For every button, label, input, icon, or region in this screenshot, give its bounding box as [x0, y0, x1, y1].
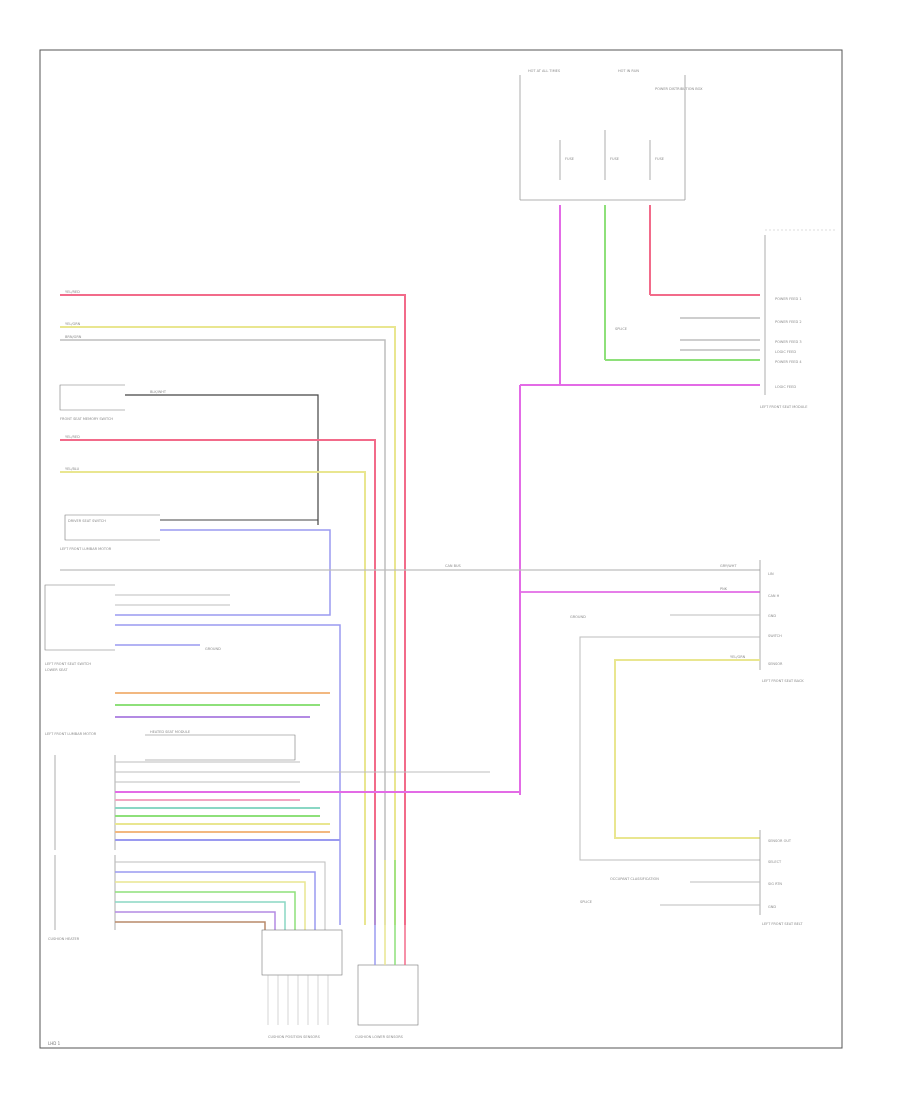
memory-switch: FRONT SEAT MEMORY SWITCH — [59, 384, 125, 421]
wire-yellow-ch — [115, 881, 306, 930]
diagram-frame — [39, 49, 843, 1049]
fuse-header-a: HOT AT ALL TIMES — [528, 69, 561, 73]
sheet-ref: LHD 1 — [48, 1041, 61, 1046]
svg-text:LEFT FRONT SEAT SWITCH: LEFT FRONT SEAT SWITCH — [45, 662, 91, 666]
wire-label-black-main: BLK/WHT — [150, 390, 167, 394]
wire-black-main — [125, 394, 319, 525]
fuse-header-b: HOT IN RUN — [618, 69, 639, 73]
svg-text:CUSHION LOWER SENSORS: CUSHION LOWER SENSORS — [355, 1035, 404, 1039]
wire-green-ch — [115, 891, 296, 930]
pin-sensor: SENSOR — [768, 662, 783, 666]
pin-can-h: CAN H — [768, 594, 780, 598]
wire-yellow-main — [60, 326, 396, 925]
fuse-2-label: FUSE — [610, 157, 619, 161]
right-bottom-module: SENSOR OUT SELECT SIG RTN GND LEFT FRONT… — [759, 830, 803, 926]
wire-blue-driver — [115, 529, 331, 616]
pin-gnd-b: GND — [768, 905, 776, 909]
lf-seat-belt-label: LEFT FRONT SEAT BELT — [762, 922, 803, 926]
pin-power-feed-1: POWER FEED 1 — [775, 297, 802, 301]
pin-logic-feed: LOGIC FEED — [775, 350, 796, 354]
wire-gray-main — [60, 339, 386, 925]
wire-label-gray-can: GRY/WHT — [720, 564, 737, 568]
cushion-heater: CUSHION HEATER — [48, 855, 116, 941]
pin-select: SELECT — [768, 860, 782, 864]
heated-seat-module: HEATED SEAT MODULE — [145, 730, 296, 761]
wire-yellow-2 — [60, 471, 366, 925]
wire-label-gray-main: BRN/GRN — [65, 335, 82, 339]
pin-gnd: GND — [768, 614, 776, 618]
pin-power-feed-2: POWER FEED 2 — [775, 320, 802, 324]
wire-blue-ls — [115, 624, 341, 925]
svg-text:LOWER SEAT: LOWER SEAT — [45, 668, 68, 672]
cushion-lower-conn: CUSHION LOWER SENSORS — [355, 964, 419, 1039]
pin-power-feed-4: POWER FEED 4 — [775, 360, 802, 364]
pin-sensor-out: SENSOR OUT — [768, 839, 792, 843]
can-bus-label: CAN BUS — [445, 564, 462, 568]
pin-switch: SWITCH — [768, 634, 782, 638]
cushion-position-conn: CUSHION POSITION SENSORS — [261, 929, 343, 1039]
svg-text:LEFT FRONT LUMBAR MOTOR: LEFT FRONT LUMBAR MOTOR — [60, 547, 112, 551]
right-seat-module: POWER FEED 1 POWER FEED 2 POWER FEED 3 L… — [760, 229, 835, 409]
wire-teal-ch — [115, 901, 286, 930]
wire-gray-ch — [115, 861, 326, 930]
pin-power-feed-3: POWER FEED 3 — [775, 340, 802, 344]
lf-seat-back-label: LEFT FRONT SEAT BACK — [762, 679, 804, 683]
wire-brown-ch — [115, 921, 266, 930]
ground-2-label: GROUND — [570, 615, 586, 619]
left-seat-switch: LEFT FRONT SEAT SWITCH LOWER SEAT — [44, 584, 115, 672]
driver-switch: DRIVER SEAT SWITCH LEFT FRONT LUMBAR MOT… — [60, 514, 160, 551]
wire-gray-rm2 — [579, 636, 760, 861]
fuse-box: HOT AT ALL TIMES HOT IN RUN POWER DISTRI… — [519, 69, 703, 201]
pin-logic-feed-2: LOGIC FEED — [775, 385, 796, 389]
occupant-sensor-label: OCCUPANT CLASSIFICATION — [610, 877, 659, 881]
svg-text:FRONT SEAT MEMORY SWITCH: FRONT SEAT MEMORY SWITCH — [60, 417, 113, 421]
fuse-box-note: POWER DISTRIBUTION BOX — [655, 87, 703, 91]
left-module-pins — [54, 755, 116, 850]
svg-text:CUSHION POSITION SENSORS: CUSHION POSITION SENSORS — [268, 1035, 321, 1039]
wire-purple-ch — [115, 911, 276, 930]
wire-red-2 — [60, 439, 376, 925]
pin-sig-rtn: SIG RTN — [768, 882, 782, 886]
fuse-3-label: FUSE — [655, 157, 664, 161]
wire-label-red-main: YEL/RED — [65, 290, 80, 294]
fuse-1-label: FUSE — [565, 157, 574, 161]
svg-text:CUSHION HEATER: CUSHION HEATER — [48, 937, 80, 941]
wire-label-yellow-2: YEL/BLU — [65, 467, 80, 471]
splice-2-label: SPLICE — [580, 900, 592, 904]
splice-1-label: SPLICE — [615, 327, 627, 331]
svg-text:HEATED SEAT MODULE: HEATED SEAT MODULE — [150, 730, 190, 734]
wire-label-red-2: YEL/RED — [65, 435, 80, 439]
lf-lumbar-label: LEFT FRONT LUMBAR MOTOR — [45, 732, 97, 736]
right-mid-module: LIN CAN H GND SWITCH SENSOR LEFT FRONT S… — [759, 560, 804, 683]
wire-label-pnk: PNK — [720, 587, 728, 591]
wire-yellow-rm — [614, 659, 760, 839]
svg-text:DRIVER SEAT SWITCH: DRIVER SEAT SWITCH — [68, 519, 106, 523]
pin-lin: LIN — [768, 572, 774, 576]
wire-label-yellow-rm: YEL/GRN — [730, 655, 746, 659]
wire-blue-ch — [115, 871, 316, 930]
seat-module-lf-label: LEFT FRONT SEAT MODULE — [760, 405, 807, 409]
wire-label-yellow-main: YEL/GRN — [65, 322, 81, 326]
ground-1-label: GROUND — [205, 647, 221, 651]
wire-red-main — [60, 294, 406, 925]
